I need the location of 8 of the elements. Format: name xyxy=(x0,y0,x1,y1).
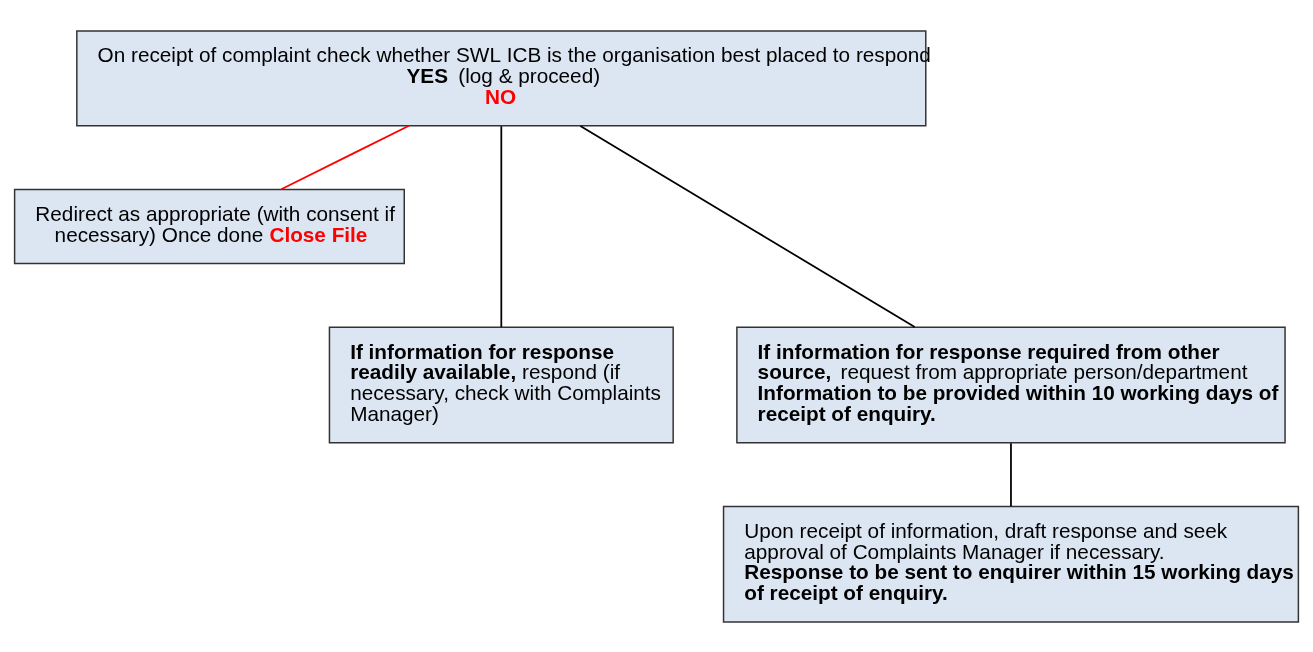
connector xyxy=(280,124,410,190)
node-box: Redirect as appropriate (with consent if necessary) Once done Close File xyxy=(13,188,405,264)
node-box: If information for response required from other source, request from appropriate person/department Information to be provided within 10 working days of receipt of enquiry. xyxy=(736,326,1286,444)
node-box: If information for response readily available, respond (if necessary, check with Complaints Manager) xyxy=(328,326,674,444)
node-box: Upon receipt of information, draft response and seek approval of Complaints Manager if necessary. Response to be sent to enquirer within 15 working days of receipt of enquiry. xyxy=(722,505,1300,623)
connector xyxy=(579,124,916,328)
connector xyxy=(500,124,503,328)
connector xyxy=(1010,441,1012,507)
